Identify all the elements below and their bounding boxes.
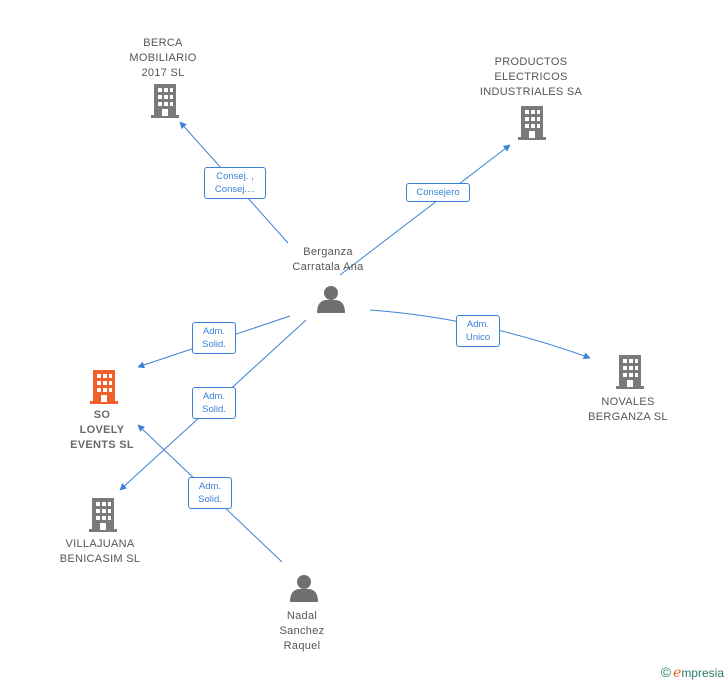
edge-berganza-productos [339,144,511,276]
node-label-berganza[interactable]: Berganza Carratala Ana [292,246,364,273]
node-label-berca[interactable]: BERCA MOBILIARIO 2017 SL [129,37,197,79]
person-icon[interactable] [317,286,345,313]
edge-label-adm-solid-1: Adm. Solid. [192,322,236,354]
node-label-villajuana[interactable]: VILLAJUANA BENICASIM SL [59,538,141,565]
node-label-productos[interactable]: PRODUCTOS ELECTRICOS INDUSTRIALES SA [479,56,583,98]
person-icon[interactable] [290,575,318,602]
building-icon-highlighted[interactable] [90,370,118,404]
edge-label-consejero: Consejero [406,183,470,202]
edge-label-adm-solid-2: Adm. Solid. [192,387,236,419]
building-icon[interactable] [616,355,644,389]
brand-logo-letter: e [673,665,682,681]
brand-watermark: ©empresia [661,664,724,681]
edge-label-consej: Consej. , Consej.... [204,167,266,199]
copyright-icon: © [660,664,672,680]
edge-label-adm-solid-3: Adm. Solid. [188,477,232,509]
building-icon[interactable] [518,106,546,140]
building-icon[interactable] [89,498,117,532]
edge-label-adm-unico: Adm. Unico [456,315,500,347]
node-label-nadal[interactable]: Nadal Sanchez Raquel [279,610,325,652]
building-icon[interactable] [151,84,179,118]
brand-name: mpresia [681,666,724,680]
node-label-novales[interactable]: NOVALES BERGANZA SL [588,396,668,423]
node-label-solovely[interactable]: SO LOVELY EVENTS SL [70,409,134,451]
